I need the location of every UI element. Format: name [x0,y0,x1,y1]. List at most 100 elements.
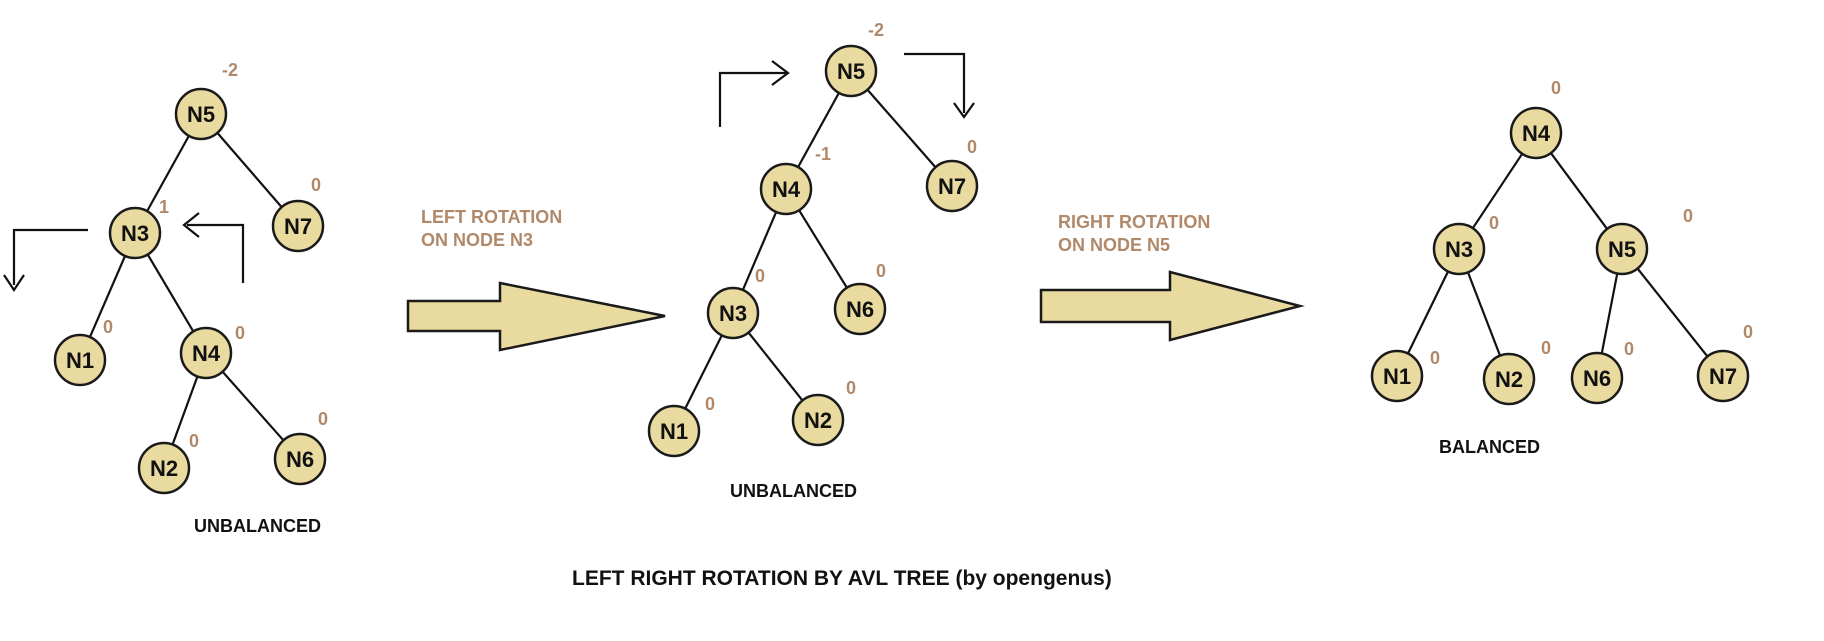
node-circle [179,326,233,380]
node-label: N1 [66,348,94,373]
node-circle [1432,222,1486,276]
tree-edge [797,92,840,168]
tree-node-n7: N70 [925,137,979,213]
node-label: N4 [1522,121,1551,146]
node-circle [271,199,325,253]
tree-edge [1471,153,1524,229]
tree-node-n6: N60 [833,261,887,336]
rotation-arrow-up-left [182,212,245,283]
node-circle [759,162,813,216]
tree-edge [684,334,723,410]
balance-factor-label: 0 [1551,78,1561,98]
node-circle [1370,349,1424,403]
tree-node-n4: N4 0 [179,323,245,380]
tree-node-n5: N5 -2 [174,60,238,141]
tree-edge [146,135,190,212]
tree-node-n2: N2 0 [137,431,199,495]
rotation-arrow-up-right [718,60,790,127]
node-circle [824,44,878,98]
tree-edge [747,331,804,402]
node-label: N6 [1583,366,1611,391]
tree-caption: UNBALANCED [730,481,857,501]
node-label: N2 [1495,367,1523,392]
tree-edge [741,211,778,291]
node-circle [647,404,701,458]
node-label: N3 [719,301,747,326]
tree-node-n7: N70 [1696,322,1753,403]
node-circle [833,282,887,336]
node-circle [1509,106,1563,160]
balance-factor-label: -1 [815,144,831,164]
node-circle [1696,349,1750,403]
tree-edge [798,209,848,289]
node-label: N6 [846,297,874,322]
balance-factor-label: 0 [876,261,886,281]
tree-caption: UNBALANCED [194,516,321,536]
tree-edge [146,253,195,333]
tree-edge [1636,267,1709,358]
node-circle [1595,222,1649,276]
node-circle [273,432,327,486]
tree-edge [1466,271,1502,357]
balance-factor-label: -2 [868,20,884,40]
tree-node-n6: N6 0 [1570,339,1634,405]
node-label: N5 [837,59,865,84]
node-circle [1570,351,1624,405]
tree-node-n5: N50 [1595,206,1693,276]
tree-edge [1550,152,1608,230]
node-label: N1 [660,419,688,444]
balance-factor-label: 0 [1541,338,1551,358]
node-label: N6 [286,447,314,472]
node-circle [137,441,191,495]
balance-factor-label: 0 [311,175,321,195]
balance-factor-label: 1 [159,197,169,217]
tree-edge [171,376,199,445]
node-circle [925,159,979,213]
node-circle [174,87,228,141]
node-label: N4 [192,341,221,366]
node-label: N2 [150,456,178,481]
node-label: N4 [772,177,801,202]
balance-factor-label: 0 [189,431,199,451]
tree-node-n2: N20 [791,378,856,447]
tree-edge [221,370,285,442]
tree-node-n5: N5-2 [824,20,884,98]
balance-factor-label: 0 [235,323,245,343]
balance-factor-label: -2 [222,60,238,80]
tree-node-n4: N4 0 [1509,78,1563,160]
operation-label-line1: LEFT ROTATION [421,207,562,227]
tree-node-n1: N10 [1370,348,1440,403]
tree-edge [216,132,283,208]
node-label: N3 [121,221,149,246]
tree-node-n6: N60 [273,409,328,486]
operation-arrow-left-rotation [406,281,666,352]
node-circle [53,333,107,387]
tree-edge [88,255,127,338]
node-circle [791,393,845,447]
tree-node-n4: N4 -1 [759,144,831,216]
tree-node-n3: N3 1 [108,197,169,260]
tree-edge [866,89,937,168]
node-label: N7 [1709,364,1737,389]
node-label: N3 [1445,237,1473,262]
balance-factor-label: 0 [1430,348,1440,368]
operation-arrow-right-rotation [1039,270,1305,342]
node-circle [706,286,760,340]
balance-factor-label: 0 [1683,206,1693,226]
tree-edge [1600,273,1619,354]
tree-caption: BALANCED [1439,437,1540,457]
node-label: N7 [938,174,966,199]
diagram-title: LEFT RIGHT ROTATION BY AVL TREE (by open… [572,567,1112,590]
operation-label-line2: ON NODE N3 [421,230,533,250]
balance-factor-label: 0 [1624,339,1634,359]
operation-label-line2: ON NODE N5 [1058,235,1170,255]
tree-node-n1: N1 0 [647,394,715,458]
balance-factor-label: 0 [705,394,715,414]
balance-factor-label: 0 [967,137,977,157]
node-label: N5 [187,102,215,127]
balance-factor-label: 0 [318,409,328,429]
